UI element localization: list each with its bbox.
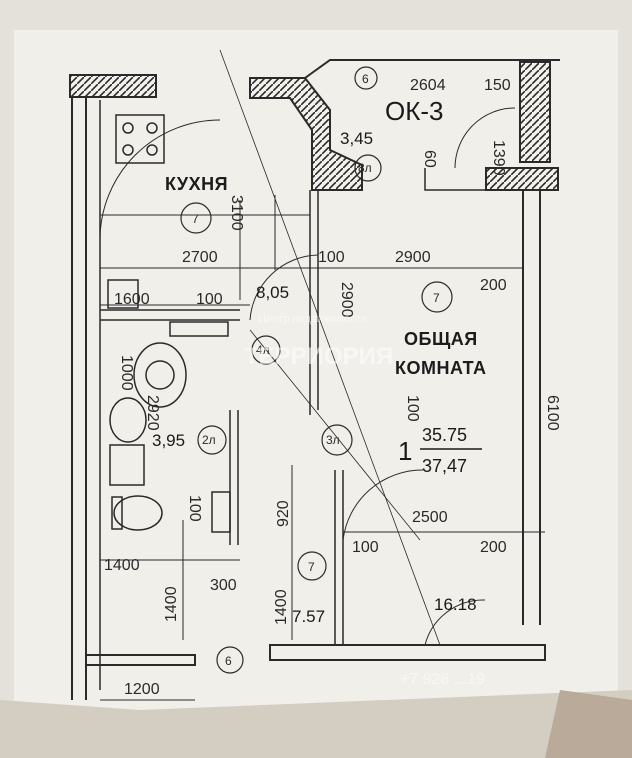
total-area: 37,47 xyxy=(422,456,467,476)
hall-wall xyxy=(334,470,344,645)
area-living: 16.18 xyxy=(434,595,477,614)
right-wall xyxy=(522,190,541,625)
axis-circle xyxy=(421,281,453,313)
radiator-icon xyxy=(211,491,231,533)
walls xyxy=(69,59,560,700)
door-swings xyxy=(99,107,516,646)
sink-icon xyxy=(107,279,139,309)
dim-6100: 6100 xyxy=(544,395,561,431)
tag-balcony: 8л xyxy=(358,161,372,175)
burner-icon xyxy=(122,122,134,134)
room-living-line1: ОБЩАЯ xyxy=(404,329,478,349)
dim-100c: 100 xyxy=(404,395,421,422)
burner-icon xyxy=(122,144,134,156)
dim-60: 60 xyxy=(421,150,438,168)
tag-circle xyxy=(354,154,382,182)
tag-closet: 3л xyxy=(326,433,340,447)
stove-icon xyxy=(115,114,165,164)
door-arc xyxy=(249,254,319,321)
wall-bend xyxy=(249,77,363,191)
rooms-count: 1 xyxy=(398,436,412,466)
door-arc xyxy=(424,599,486,646)
bottom-left-wall xyxy=(86,654,196,666)
area-corridor: 8,05 xyxy=(256,283,289,302)
door-arc xyxy=(454,107,516,169)
burner-icon xyxy=(146,144,158,156)
window-label: ОК-3 xyxy=(385,96,444,126)
bath-top-wall xyxy=(100,309,240,321)
dim-1400b: 1400 xyxy=(163,586,180,622)
toilet-tank-icon xyxy=(111,496,123,530)
sink-round-icon xyxy=(109,397,147,443)
axis-hall: 7 xyxy=(308,560,315,574)
axis-circle xyxy=(180,202,212,234)
dim-200a: 200 xyxy=(480,277,507,294)
axis-circle xyxy=(354,66,378,90)
table-surface xyxy=(0,690,632,758)
axis-kitchen: 7 xyxy=(192,212,199,226)
dim-920: 920 xyxy=(275,500,292,527)
top-wall-left xyxy=(69,74,157,98)
bottom-wall xyxy=(269,644,546,661)
dim-3100: 3100 xyxy=(228,195,245,231)
axis-circle xyxy=(216,646,244,674)
tag-circle xyxy=(251,335,281,365)
balcony-outline xyxy=(304,59,560,79)
room-living-line2: КОМНАТА xyxy=(395,358,486,378)
dim-100e: 100 xyxy=(352,539,379,556)
axis-circle xyxy=(297,551,327,581)
axis-bottom: 6 xyxy=(225,654,232,668)
fixtures xyxy=(107,114,231,533)
dim-2900a: 2900 xyxy=(395,249,431,266)
burner-icon xyxy=(146,122,158,134)
shower-icon xyxy=(109,444,145,486)
area-balcony: 3,45 xyxy=(340,129,373,148)
axis-living: 7 xyxy=(433,291,440,305)
background-object xyxy=(545,690,632,758)
watermark-brand: ТЕРРИОРИЯ xyxy=(244,343,393,370)
dim-300: 300 xyxy=(210,577,237,594)
axis-marks xyxy=(180,66,453,674)
door-arc xyxy=(342,469,424,541)
dim-1000: 1000 xyxy=(118,355,135,391)
corridor-wall xyxy=(309,190,319,415)
dim-100a: 100 xyxy=(318,249,345,266)
dim-2604: 2604 xyxy=(410,77,446,94)
dim-1200: 1200 xyxy=(124,681,160,698)
tag-circle xyxy=(197,425,227,455)
toilet-icon xyxy=(113,495,163,531)
tag-corridor: 4л xyxy=(256,343,270,357)
dim-1600: 1600 xyxy=(114,291,150,308)
dim-200b: 200 xyxy=(480,539,507,556)
axis-top: 6 xyxy=(362,72,369,86)
tag-circle xyxy=(321,424,353,456)
door-arc xyxy=(99,119,221,241)
dim-2700: 2700 xyxy=(182,249,218,266)
dim-2920: 2920 xyxy=(144,395,161,431)
living-area: 35.75 xyxy=(422,425,467,445)
dim-100b: 100 xyxy=(196,291,223,308)
dim-100d: 100 xyxy=(186,495,203,522)
dim-1390: 1390 xyxy=(490,140,507,176)
dim-2500: 2500 xyxy=(412,509,448,526)
dim-1400a: 1400 xyxy=(104,557,140,574)
washbasin-bowl-icon xyxy=(145,360,175,390)
dim-150: 150 xyxy=(484,77,511,94)
dim-1400c: 1400 xyxy=(273,589,290,625)
washbasin-icon xyxy=(133,342,187,408)
area-hall: 7.57 xyxy=(292,607,325,626)
watermark-phone: +7 928 ...19 xyxy=(400,671,485,688)
window-wall xyxy=(424,168,486,191)
watermark-caption: Центр недвижимости xyxy=(258,313,367,325)
dim-2900b: 2900 xyxy=(338,282,355,318)
dimension-lines xyxy=(100,49,545,701)
room-kitchen: КУХНЯ xyxy=(165,174,228,194)
shelf-icon xyxy=(169,321,229,337)
tag-bathroom: 2л xyxy=(202,433,216,447)
balcony-pier xyxy=(519,61,551,163)
left-wall xyxy=(71,97,87,700)
area-bathroom: 3,95 xyxy=(152,431,185,450)
